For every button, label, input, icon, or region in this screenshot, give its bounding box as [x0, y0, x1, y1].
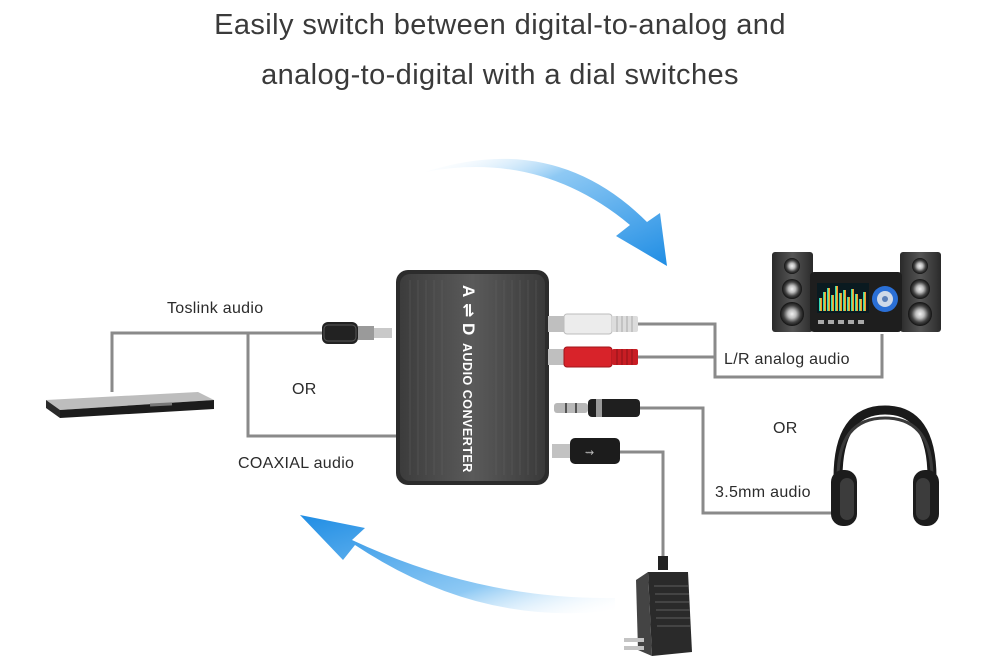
usb-plug-icon: ⇝ — [552, 438, 620, 464]
title-line-2: analog-to-digital with a dial switches — [261, 59, 739, 91]
rca-plug-icon-red — [548, 346, 638, 368]
svg-text:⇝: ⇝ — [585, 446, 594, 459]
optical-plug-icon — [322, 322, 392, 344]
mm35-audio-label: 3.5mm audio — [715, 484, 811, 501]
power-adapter-icon — [624, 556, 692, 656]
coaxial-audio-label: COAXIAL audio — [238, 455, 355, 472]
rca-plug-icon-white — [548, 313, 638, 335]
speaker-system-icon — [772, 252, 941, 332]
or-left-label: OR — [292, 381, 317, 398]
converter-logo-d: D — [459, 323, 478, 335]
converter-logo-a: A — [459, 285, 478, 297]
blue-curved-arrow-icon-top — [425, 158, 667, 266]
dvd-player-icon — [46, 392, 214, 418]
or-right-label: OR — [773, 420, 798, 437]
headphones-icon — [831, 405, 939, 526]
title-line-1: Easily switch between digital-to-analog … — [214, 9, 786, 41]
audio-converter-device: A ⇌ D AUDIO CONVERTER — [396, 270, 549, 485]
blue-curved-arrow-icon-bottom — [300, 515, 615, 614]
toslink-audio-label: Toslink audio — [167, 300, 264, 317]
lr-analog-audio-label: L/R analog audio — [724, 351, 850, 368]
converter-logo-arrows: ⇌ — [458, 303, 478, 317]
converter-name: AUDIO CONVERTER — [460, 343, 474, 473]
jack-plug-icon — [554, 399, 640, 417]
left-cables — [110, 331, 400, 438]
right-cables — [620, 322, 884, 560]
